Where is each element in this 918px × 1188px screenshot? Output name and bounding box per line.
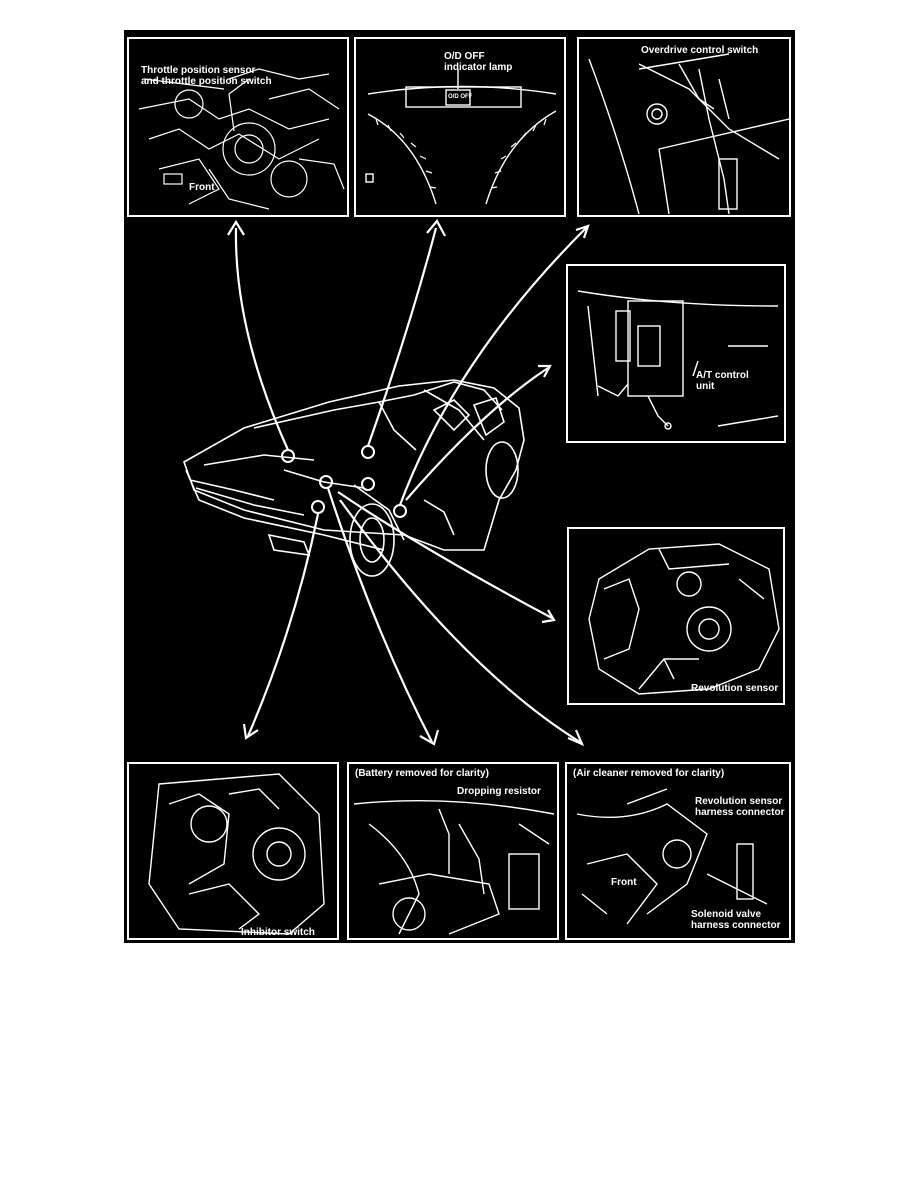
front-label-air: Front [611, 877, 637, 888]
arrows-and-vehicle [183, 219, 590, 747]
rev-harness-label-line-2: harness connector [695, 807, 785, 818]
od-switch-label: Overdrive control switch [641, 45, 759, 56]
atcu-label-line-2: unit [696, 381, 715, 392]
panel-revolution-sensor: Revolution sensor [567, 527, 785, 705]
instrument-cluster-illustration [365, 69, 557, 205]
rev-harness-label-line-1: Revolution sensor [695, 796, 783, 807]
control-unit-illustration [577, 290, 779, 430]
panel-throttle-position-sensor: Throttle position sensor and throttle po… [127, 37, 349, 217]
battery-tray-illustration [353, 799, 555, 935]
solenoid-label-line-1: Solenoid valve [691, 909, 762, 920]
shift-lever-illustration [588, 53, 789, 215]
engine-throttle-illustration [138, 68, 345, 210]
inhibitor-label: Inhibitor switch [241, 927, 315, 938]
solenoid-label-line-2: harness connector [691, 920, 781, 931]
front-label: Front [189, 182, 215, 193]
vehicle-outline [183, 379, 525, 577]
callout-arrows [227, 219, 590, 747]
transaxle-illustration [588, 543, 780, 695]
battery-note: (Battery removed for clarity) [355, 768, 489, 779]
rev-sensor-label: Revolution sensor [691, 683, 779, 694]
atcu-label-line-1: A/T control [696, 370, 749, 381]
panel-dropping-resistor: (Battery removed for clarity) Dropping r… [347, 762, 559, 940]
tps-label-line-2: and throttle position switch [141, 76, 272, 87]
dropping-resistor-label: Dropping resistor [457, 786, 541, 797]
panel-solenoid-revolution-connectors: (Air cleaner removed for clarity) Revolu… [565, 762, 791, 940]
harness-connector-illustration [576, 788, 768, 925]
panel-inhibitor-switch: Inhibitor switch [127, 762, 339, 940]
inhibitor-transaxle-illustration [148, 773, 325, 935]
od-off-badge: O/D OFF [448, 94, 473, 100]
air-cleaner-note: (Air cleaner removed for clarity) [573, 768, 725, 779]
tps-label-line-1: Throttle position sensor [141, 65, 256, 76]
od-lamp-label-line-1: O/D OFF [444, 51, 485, 62]
panel-at-control-unit: A/T control unit [566, 264, 786, 443]
panel-overdrive-control-switch: Overdrive control switch [577, 37, 791, 217]
component-location-diagram: Throttle position sensor and throttle po… [124, 30, 795, 943]
panel-od-off-indicator-lamp: O/D OFF indicator lamp O/D OFF [354, 37, 566, 217]
od-lamp-label-line-2: indicator lamp [444, 62, 513, 73]
